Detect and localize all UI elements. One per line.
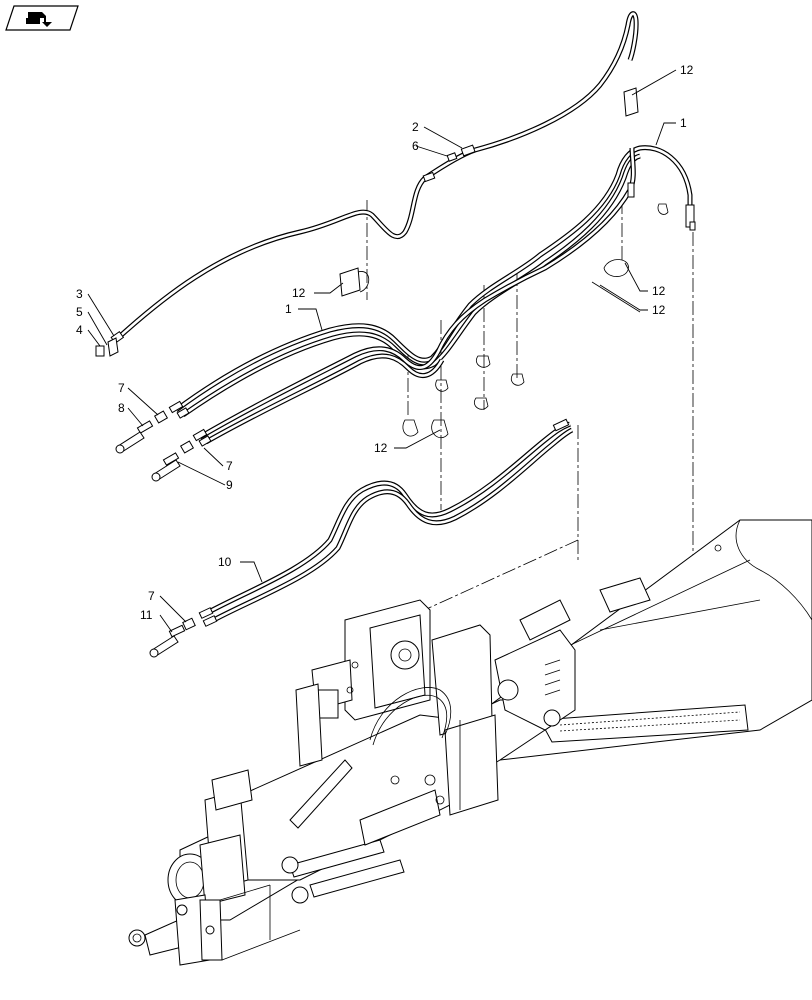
callout-12-top: 12 bbox=[680, 63, 694, 77]
callout-7-a: 7 bbox=[118, 381, 125, 395]
phantom-lines bbox=[366, 200, 694, 615]
machine-frame bbox=[128, 519, 812, 966]
hose-pair-part-10 bbox=[149, 418, 574, 658]
callout-4: 4 bbox=[76, 323, 83, 337]
callout-12-left: 12 bbox=[292, 286, 306, 300]
callout-10: 10 bbox=[218, 555, 232, 569]
hose-single-long bbox=[116, 11, 639, 340]
view-arrow-icon[interactable] bbox=[5, 5, 79, 31]
callout-9: 9 bbox=[226, 478, 233, 492]
callout-5: 5 bbox=[76, 305, 83, 319]
callout-3: 3 bbox=[76, 287, 83, 301]
leader-lines bbox=[87, 69, 677, 633]
callout-11: 11 bbox=[140, 608, 153, 622]
callout-6: 6 bbox=[412, 139, 419, 153]
clamp-part-12-left bbox=[339, 267, 370, 297]
callout-7-c: 7 bbox=[148, 589, 155, 603]
callout-1-top: 1 bbox=[680, 116, 687, 130]
hose-pair-part-1 bbox=[174, 145, 696, 445]
fitting-part-3 bbox=[95, 330, 125, 357]
callout-1-mid: 1 bbox=[285, 302, 292, 316]
clamps-part-12-row bbox=[402, 203, 669, 439]
callouts: 12 1 2 6 12 3 5 4 1 7 8 7 9 12 12 12 10 … bbox=[76, 63, 694, 622]
callout-2: 2 bbox=[412, 120, 419, 134]
fittings-part-7-9 bbox=[151, 428, 212, 482]
callout-7-b: 7 bbox=[226, 459, 233, 473]
callout-12-right-a: 12 bbox=[652, 284, 666, 298]
fittings-part-7-8 bbox=[115, 400, 190, 454]
callout-8: 8 bbox=[118, 401, 125, 415]
fitting-part-2 bbox=[422, 144, 476, 183]
callout-12-bottom-left: 12 bbox=[374, 441, 388, 455]
clamp-part-12-top bbox=[623, 87, 639, 117]
callout-12-right-b: 12 bbox=[652, 303, 666, 317]
